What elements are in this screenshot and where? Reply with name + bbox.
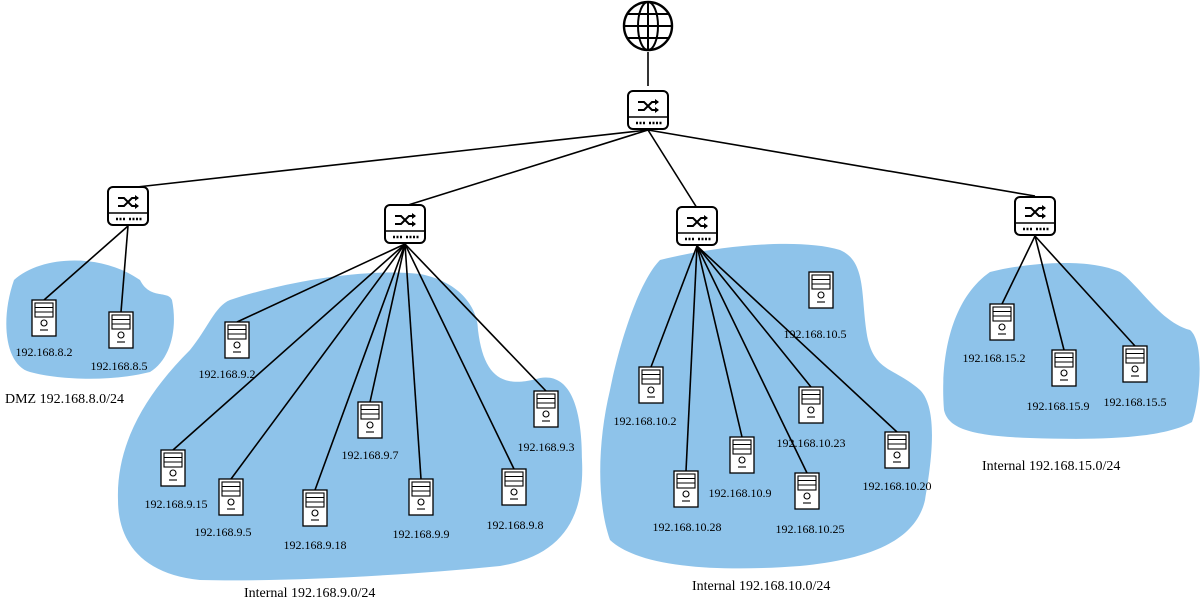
host-link (314, 243, 406, 491)
server-icon (1122, 345, 1148, 383)
host-ip-label: 192.168.15.5 (1104, 395, 1167, 409)
host-ip-label: 192.168.10.9 (709, 486, 772, 500)
host-link (1034, 235, 1136, 347)
switch-icon (675, 205, 719, 247)
globe-icon (622, 0, 674, 52)
host-ip-label: 192.168.10.2 (614, 414, 677, 428)
host-ip-label: 192.168.10.23 (777, 436, 846, 450)
server-icon (108, 311, 134, 349)
host-ip-label: 192.168.10.5 (784, 327, 847, 341)
host-link (696, 245, 898, 433)
host-link (685, 245, 698, 472)
server-icon (501, 468, 527, 506)
network-links (43, 52, 1136, 491)
host-ip-label: 192.168.9.15 (145, 497, 208, 511)
host-ip-label: 192.168.9.2 (199, 367, 256, 381)
host-ip-label: 192.168.10.28 (653, 520, 722, 534)
switch-icon (626, 89, 670, 131)
host-link (696, 245, 808, 474)
server-icon (1051, 349, 1077, 387)
host-ip-label: 192.168.9.3 (518, 440, 575, 454)
server-icon (729, 436, 755, 474)
host-link (43, 225, 129, 301)
server-icon (357, 401, 383, 439)
server-icon (798, 386, 824, 424)
host-link (120, 225, 129, 313)
host-ip-label: 192.168.10.25 (776, 522, 845, 536)
server-icon (638, 366, 664, 404)
zone-dmz-label: DMZ 192.168.8.0/24 (5, 392, 124, 407)
server-icon (884, 431, 910, 469)
link-core-net15 (647, 129, 1036, 197)
server-icon (673, 470, 699, 508)
host-link (230, 243, 406, 480)
zone-areas (6, 243, 1200, 581)
host-link (172, 243, 406, 451)
host-link (404, 243, 422, 480)
zone-dmz-area (6, 260, 174, 379)
host-ip-label: 192.168.9.8 (487, 518, 544, 532)
host-link (1034, 235, 1065, 351)
zone-net15-label: Internal 192.168.15.0/24 (982, 459, 1120, 474)
switch-icon (383, 203, 427, 245)
host-ip-label: 192.168.9.7 (342, 448, 399, 462)
host-link (696, 245, 812, 388)
server-icon (408, 478, 434, 516)
link-core-dmz (127, 129, 649, 189)
host-ip-label: 192.168.8.5 (91, 359, 148, 373)
server-icon (989, 303, 1015, 341)
host-link (369, 243, 406, 403)
host-ip-label: 192.168.10.20 (863, 479, 932, 493)
host-link (650, 245, 698, 368)
host-link (404, 243, 547, 392)
link-core-net10 (647, 129, 698, 209)
link-core-net9 (404, 129, 649, 207)
host-link (236, 243, 406, 323)
server-icon (224, 321, 250, 359)
host-link (404, 243, 515, 470)
zone-net9-label: Internal 192.168.9.0/24 (244, 586, 375, 599)
zone-net10-label: Internal 192.168.10.0/24 (692, 579, 830, 594)
server-icon (302, 489, 328, 527)
host-ip-label: 192.168.15.2 (963, 351, 1026, 365)
host-ip-label: 192.168.8.2 (16, 345, 73, 359)
server-icon (160, 449, 186, 487)
switch-icon (1013, 195, 1057, 237)
server-layer: 192.168.8.2 192.168.8.5 192.168.9.2 192.168… (16, 271, 1167, 552)
host-link (696, 245, 743, 438)
host-ip-label: 192.168.15.9 (1027, 399, 1090, 413)
host-ip-label: 192.168.9.9 (393, 527, 450, 541)
host-ip-label: 192.168.9.18 (284, 538, 347, 552)
server-icon (533, 390, 559, 428)
host-link (1001, 235, 1036, 305)
switch-icon (106, 185, 150, 227)
server-icon (218, 478, 244, 516)
server-icon (794, 472, 820, 510)
server-icon (31, 299, 57, 337)
switch-layer (106, 89, 1057, 247)
server-icon (808, 271, 834, 309)
zone-net10-area (600, 243, 932, 569)
host-ip-label: 192.168.9.5 (195, 525, 252, 539)
